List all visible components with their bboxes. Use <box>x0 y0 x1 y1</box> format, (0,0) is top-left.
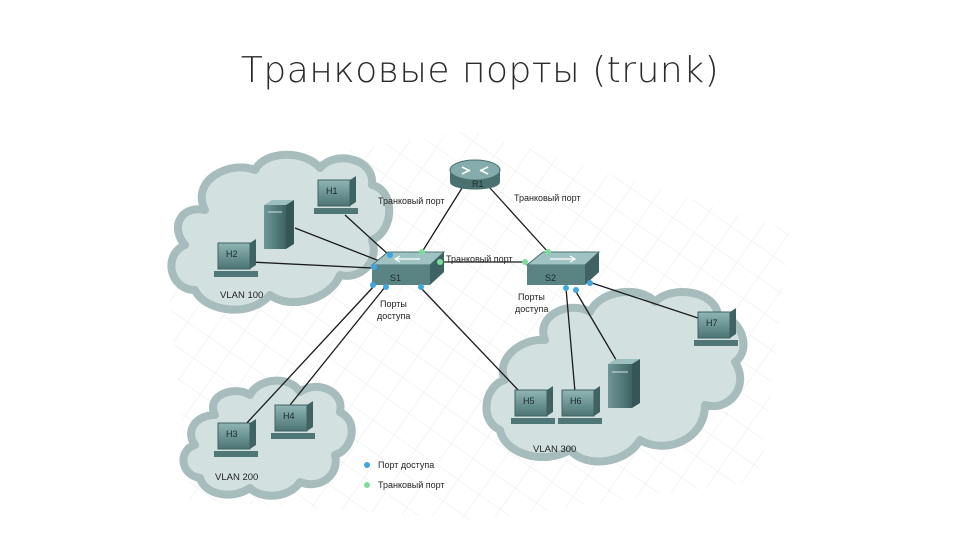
host-h2-label: H2 <box>226 249 238 259</box>
host-h4-label: H4 <box>283 411 295 421</box>
legend-trunk-label: Транковый порт <box>378 480 445 490</box>
annotations: Транковый порт Транковый порт Транковый … <box>215 193 581 483</box>
host-h1: H1 <box>314 176 358 214</box>
vlan300-label: VLAN 300 <box>533 444 576 455</box>
host-h3: H3 <box>214 419 258 457</box>
legend-access-label: Порт доступа <box>378 460 434 470</box>
slide-title: Транковые порты (trunk) <box>240 50 720 91</box>
access-port-dots <box>370 252 593 293</box>
host-h3-label: H3 <box>226 429 238 439</box>
host-h5: H5 <box>511 386 555 424</box>
switch-s2: S2 <box>525 251 601 285</box>
switch-s1-label: S1 <box>390 273 401 283</box>
access-label-s1-line1: Порты <box>380 299 407 309</box>
legend: Порт доступа Транковый порт <box>364 460 445 490</box>
host-h7: H7 <box>694 308 738 346</box>
switch-s2-label: S2 <box>545 273 556 283</box>
host-h5-label: H5 <box>523 396 535 406</box>
access-label-s2-line1: Порты <box>518 292 545 302</box>
trunk-port-dots <box>419 249 551 265</box>
access-label-s1-line2: доступа <box>377 311 410 321</box>
server-tower-vlan300 <box>608 359 640 408</box>
host-h1-label: H1 <box>326 186 338 196</box>
host-h6-label: H6 <box>570 396 582 406</box>
access-label-s2-line2: доступа <box>515 304 548 314</box>
trunk-label-s1-s2: Транковый порт <box>446 254 513 264</box>
router-r1: R1 <box>449 159 501 190</box>
host-h6: H6 <box>558 386 602 424</box>
host-h7-label: H7 <box>706 318 718 328</box>
server-tower-vlan100 <box>264 200 294 249</box>
trunk-label-r1-s1: Транковый порт <box>378 196 445 206</box>
router-label: R1 <box>472 179 484 189</box>
links <box>244 187 711 426</box>
host-h4: H4 <box>271 401 315 439</box>
vlan100-label: VLAN 100 <box>220 290 263 301</box>
host-h2: H2 <box>214 239 258 277</box>
switch-s1: S1 <box>370 251 446 285</box>
legend-trunk-dot <box>364 482 370 488</box>
vlan200-label: VLAN 200 <box>215 472 258 483</box>
legend-access-dot <box>364 462 370 468</box>
trunk-label-r1-s2: Транковый порт <box>514 193 581 203</box>
